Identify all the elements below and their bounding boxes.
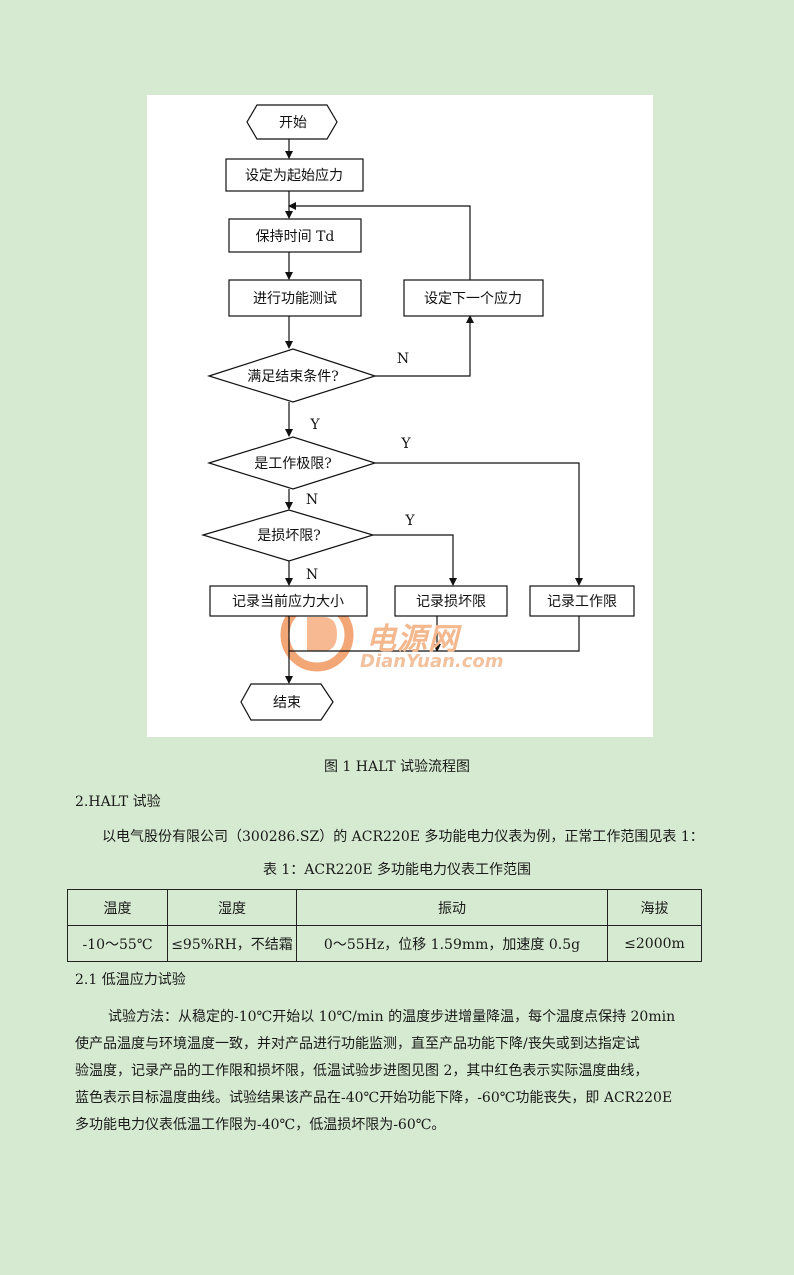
section-heading: 2.HALT 试验 xyxy=(75,794,161,810)
range-table: 温度 湿度 振动 海拔 -10～55℃ ≤95%RH，不结霜 0～55Hz，位移… xyxy=(67,889,702,962)
watermark-brand: 电源网 xyxy=(366,622,459,657)
set-start-label: 设定为起始应力 xyxy=(245,167,343,184)
record-stress-box xyxy=(209,585,368,617)
subsection-heading: 2.1 低温应力试验 xyxy=(75,972,186,988)
work-limit-yes: Y xyxy=(400,436,411,452)
paragraph-line: 试验方法：从稳定的-10℃开始以 10℃/min 的温度步进增量降温，每个温度点… xyxy=(108,1009,676,1025)
damage-no: N xyxy=(306,567,318,583)
set-next-box xyxy=(403,279,544,317)
hold-box xyxy=(228,218,362,253)
damage-yes: Y xyxy=(404,513,415,529)
figure-caption: 图 1 HALT 试验流程图 xyxy=(323,759,471,775)
record-work-label: 记录工作限 xyxy=(547,594,617,610)
table-row: -10～55℃ ≤95%RH，不结霜 0～55Hz，位移 1.59mm，加速度 … xyxy=(67,925,702,962)
end-label: 结束 xyxy=(273,695,301,711)
end-terminator xyxy=(240,683,334,721)
header-vibration: 振动 xyxy=(296,889,608,926)
end-cond-label: 满足结束条件? xyxy=(247,368,339,385)
cell-humidity: ≤95%RH，不结霜 xyxy=(167,925,297,962)
cell-altitude: ≤2000m xyxy=(607,925,702,962)
damage-label: 是损坏限? xyxy=(257,528,321,544)
test-method-paragraph: 试验方法：从稳定的-10℃开始以 10℃/min 的温度步进增量降温，每个温度点… xyxy=(75,1004,726,1139)
work-limit-label: 是工作极限? xyxy=(254,456,332,472)
set-next-label: 设定下一个应力 xyxy=(424,290,522,307)
set-start-box xyxy=(225,158,364,192)
start-label: 开始 xyxy=(279,115,307,131)
paragraph-line: 验温度，记录产品的工作限和损坏限，低温试验步进图见图 2，其中红色表示实际温度曲… xyxy=(75,1063,649,1079)
paragraph-line: 多功能电力仪表低温工作限为-40℃，低温损坏限为-60℃。 xyxy=(75,1117,446,1133)
cell-vibration: 0～55Hz，位移 1.59mm，加速度 0.5g xyxy=(296,925,608,962)
table-header-row: 温度 湿度 振动 海拔 xyxy=(67,889,702,926)
end-cond-no: N xyxy=(397,351,409,367)
paragraph-line: 蓝色表示目标温度曲线。试验结果该产品在-40℃开始功能下降，-60℃功能丧失，即… xyxy=(75,1090,673,1106)
record-work-box xyxy=(529,585,635,617)
header-altitude: 海拔 xyxy=(607,889,702,926)
work-limit-no: N xyxy=(306,492,318,508)
intro-text: 以电气股份有限公司（300286.SZ）的 ACR220E 多功能电力仪表为例，… xyxy=(102,829,704,845)
table-caption: 表 1：ACR220E 多功能电力仪表工作范围 xyxy=(262,862,532,878)
record-damage-box xyxy=(394,585,508,617)
record-damage-label: 记录损坏限 xyxy=(416,594,486,610)
header-humidity: 湿度 xyxy=(167,889,297,926)
end-cond-yes: Y xyxy=(309,417,320,433)
func-test-box xyxy=(228,279,362,317)
record-stress-label: 记录当前应力大小 xyxy=(232,593,344,610)
start-terminator xyxy=(246,104,338,140)
cell-temp: -10～55℃ xyxy=(67,925,168,962)
header-temp: 温度 xyxy=(67,889,168,926)
halt-flowchart: 开始 设定为起始应力 保持时间 Td 进行功能测试 设定下一个应力 满足结束条件… xyxy=(147,95,653,737)
paragraph-line: 使产品温度与环境温度一致，并对产品进行功能监测，直至产品功能下降/丧失或到达指定… xyxy=(75,1036,640,1052)
watermark-url: DianYuan.com xyxy=(360,651,504,672)
hold-label: 保持时间 Td xyxy=(256,229,335,245)
func-test-label: 进行功能测试 xyxy=(253,291,337,307)
